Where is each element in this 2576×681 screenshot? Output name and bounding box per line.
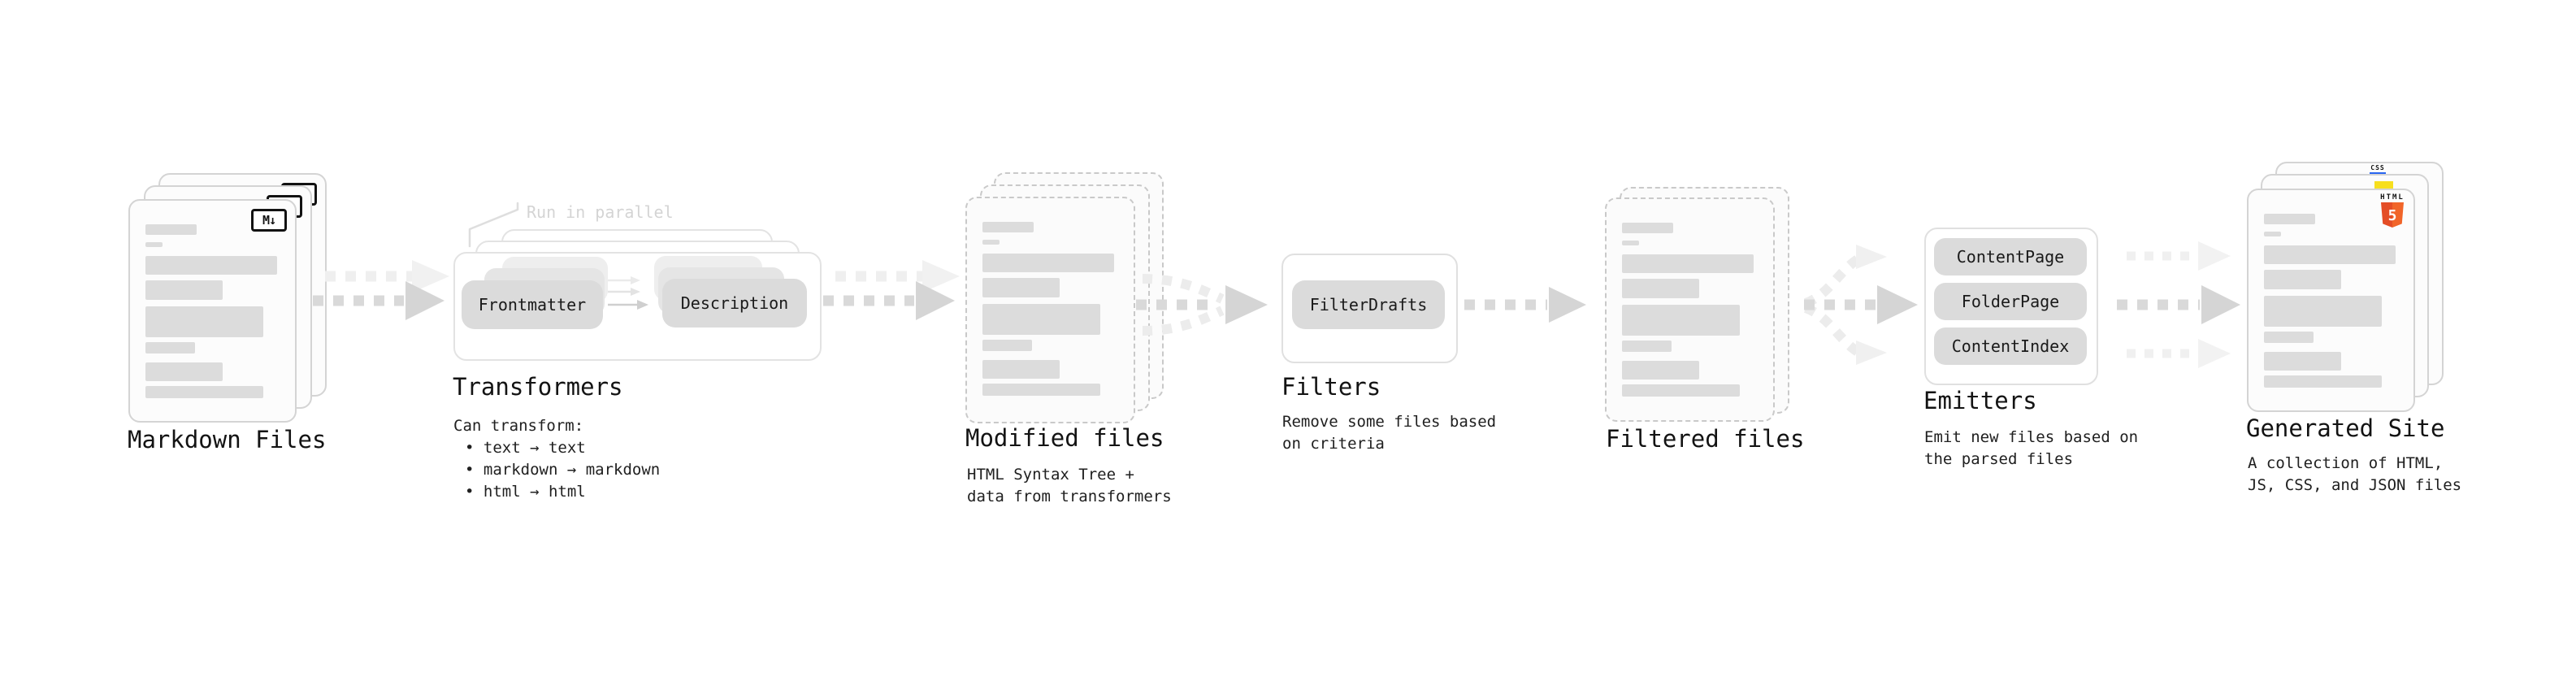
content-bar bbox=[2264, 332, 2314, 343]
filters-desc-line1: Remove some files based bbox=[1282, 413, 1497, 431]
filters-label: Filters bbox=[1281, 373, 1381, 401]
content-bar bbox=[145, 386, 263, 398]
arrow-modified-to-filters-converge bbox=[1136, 274, 1268, 336]
content-bar bbox=[2264, 232, 2281, 236]
generated-site-desc-line1: A collection of HTML, bbox=[2248, 454, 2444, 472]
css-icon: CSS bbox=[2368, 165, 2387, 175]
arrow-filters-to-filtered bbox=[1464, 287, 1586, 323]
transformers-intro: Can transform: bbox=[453, 417, 584, 435]
modified-files-desc-line1: HTML Syntax Tree + bbox=[967, 466, 1134, 484]
content-bar bbox=[2264, 270, 2341, 289]
content-bar bbox=[982, 304, 1100, 335]
description-pill: Description bbox=[662, 279, 807, 327]
filters-desc-line2: on criteria bbox=[1282, 435, 1385, 453]
emitters-desc-line1: Emit new files based on bbox=[1924, 428, 2139, 446]
content-bar bbox=[982, 360, 1060, 379]
content-bar bbox=[145, 306, 263, 337]
content-bar bbox=[2264, 296, 2382, 327]
generated-site-desc-line2: JS, CSS, and JSON files bbox=[2248, 476, 2462, 494]
content-bar bbox=[1622, 241, 1639, 245]
content-bar bbox=[1622, 361, 1699, 380]
transformers-bullet: • html → html bbox=[465, 483, 586, 501]
site-file-card-html: HTML 5 bbox=[2247, 189, 2415, 412]
contentpage-pill: ContentPage bbox=[1934, 238, 2087, 275]
frontmatter-pill: Frontmatter bbox=[462, 280, 603, 329]
content-bar bbox=[1622, 279, 1699, 298]
run-in-parallel-annotation: Run in parallel bbox=[527, 202, 674, 222]
html5-icon: HTML 5 bbox=[2377, 193, 2408, 228]
filtered-file-card-front bbox=[1605, 197, 1775, 422]
contentindex-pill: ContentIndex bbox=[1934, 327, 2087, 365]
transformer-mini-arrows bbox=[608, 276, 648, 310]
content-bar bbox=[1622, 254, 1754, 273]
content-bar bbox=[982, 384, 1100, 396]
content-bar bbox=[982, 340, 1032, 351]
modified-files-label: Modified files bbox=[965, 424, 1164, 452]
content-bar bbox=[1622, 223, 1673, 233]
arrow-markdown-to-transformers bbox=[313, 260, 449, 320]
generated-site-label: Generated Site bbox=[2246, 414, 2445, 442]
transformers-bullet: • markdown → markdown bbox=[465, 461, 661, 479]
content-bar bbox=[2264, 352, 2341, 371]
content-bar bbox=[145, 242, 163, 247]
content-bar bbox=[145, 256, 277, 275]
emitters-desc-line2: the parsed files bbox=[1924, 450, 2074, 468]
modified-file-card-front bbox=[965, 197, 1135, 423]
markdown-files-label: Markdown Files bbox=[128, 426, 327, 453]
arrow-transformers-to-modified bbox=[823, 260, 960, 320]
arrows-emitters-to-site bbox=[2117, 241, 2240, 368]
transformers-label: Transformers bbox=[453, 373, 623, 401]
content-bar bbox=[2264, 214, 2315, 224]
content-bar bbox=[982, 254, 1114, 272]
content-bar bbox=[145, 280, 223, 300]
folderpage-pill: FolderPage bbox=[1934, 283, 2087, 320]
content-bar bbox=[982, 222, 1034, 232]
modified-files-desc-line2: data from transformers bbox=[967, 488, 1172, 505]
emitters-label: Emitters bbox=[1923, 387, 2037, 414]
content-bar bbox=[982, 240, 1000, 245]
content-bar bbox=[145, 362, 223, 381]
content-bar bbox=[145, 224, 197, 235]
content-bar bbox=[1622, 384, 1740, 397]
content-bar bbox=[145, 342, 195, 354]
filterdrafts-pill: FilterDrafts bbox=[1292, 280, 1445, 329]
markdown-file-card-front: M↓ bbox=[128, 199, 297, 423]
content-bar bbox=[2264, 375, 2382, 388]
content-bar bbox=[1622, 305, 1740, 336]
content-bar bbox=[2264, 245, 2396, 264]
arrow-filtered-to-emitters-diverge bbox=[1804, 245, 1918, 365]
transformers-bullet: • text → text bbox=[465, 439, 586, 457]
filtered-files-label: Filtered files bbox=[1606, 425, 1805, 453]
javascript-icon bbox=[2374, 181, 2393, 190]
content-bar bbox=[1622, 340, 1672, 352]
content-bar bbox=[982, 278, 1060, 297]
markdown-icon: M↓ bbox=[251, 209, 287, 232]
run-in-parallel-callout-line bbox=[468, 202, 519, 248]
